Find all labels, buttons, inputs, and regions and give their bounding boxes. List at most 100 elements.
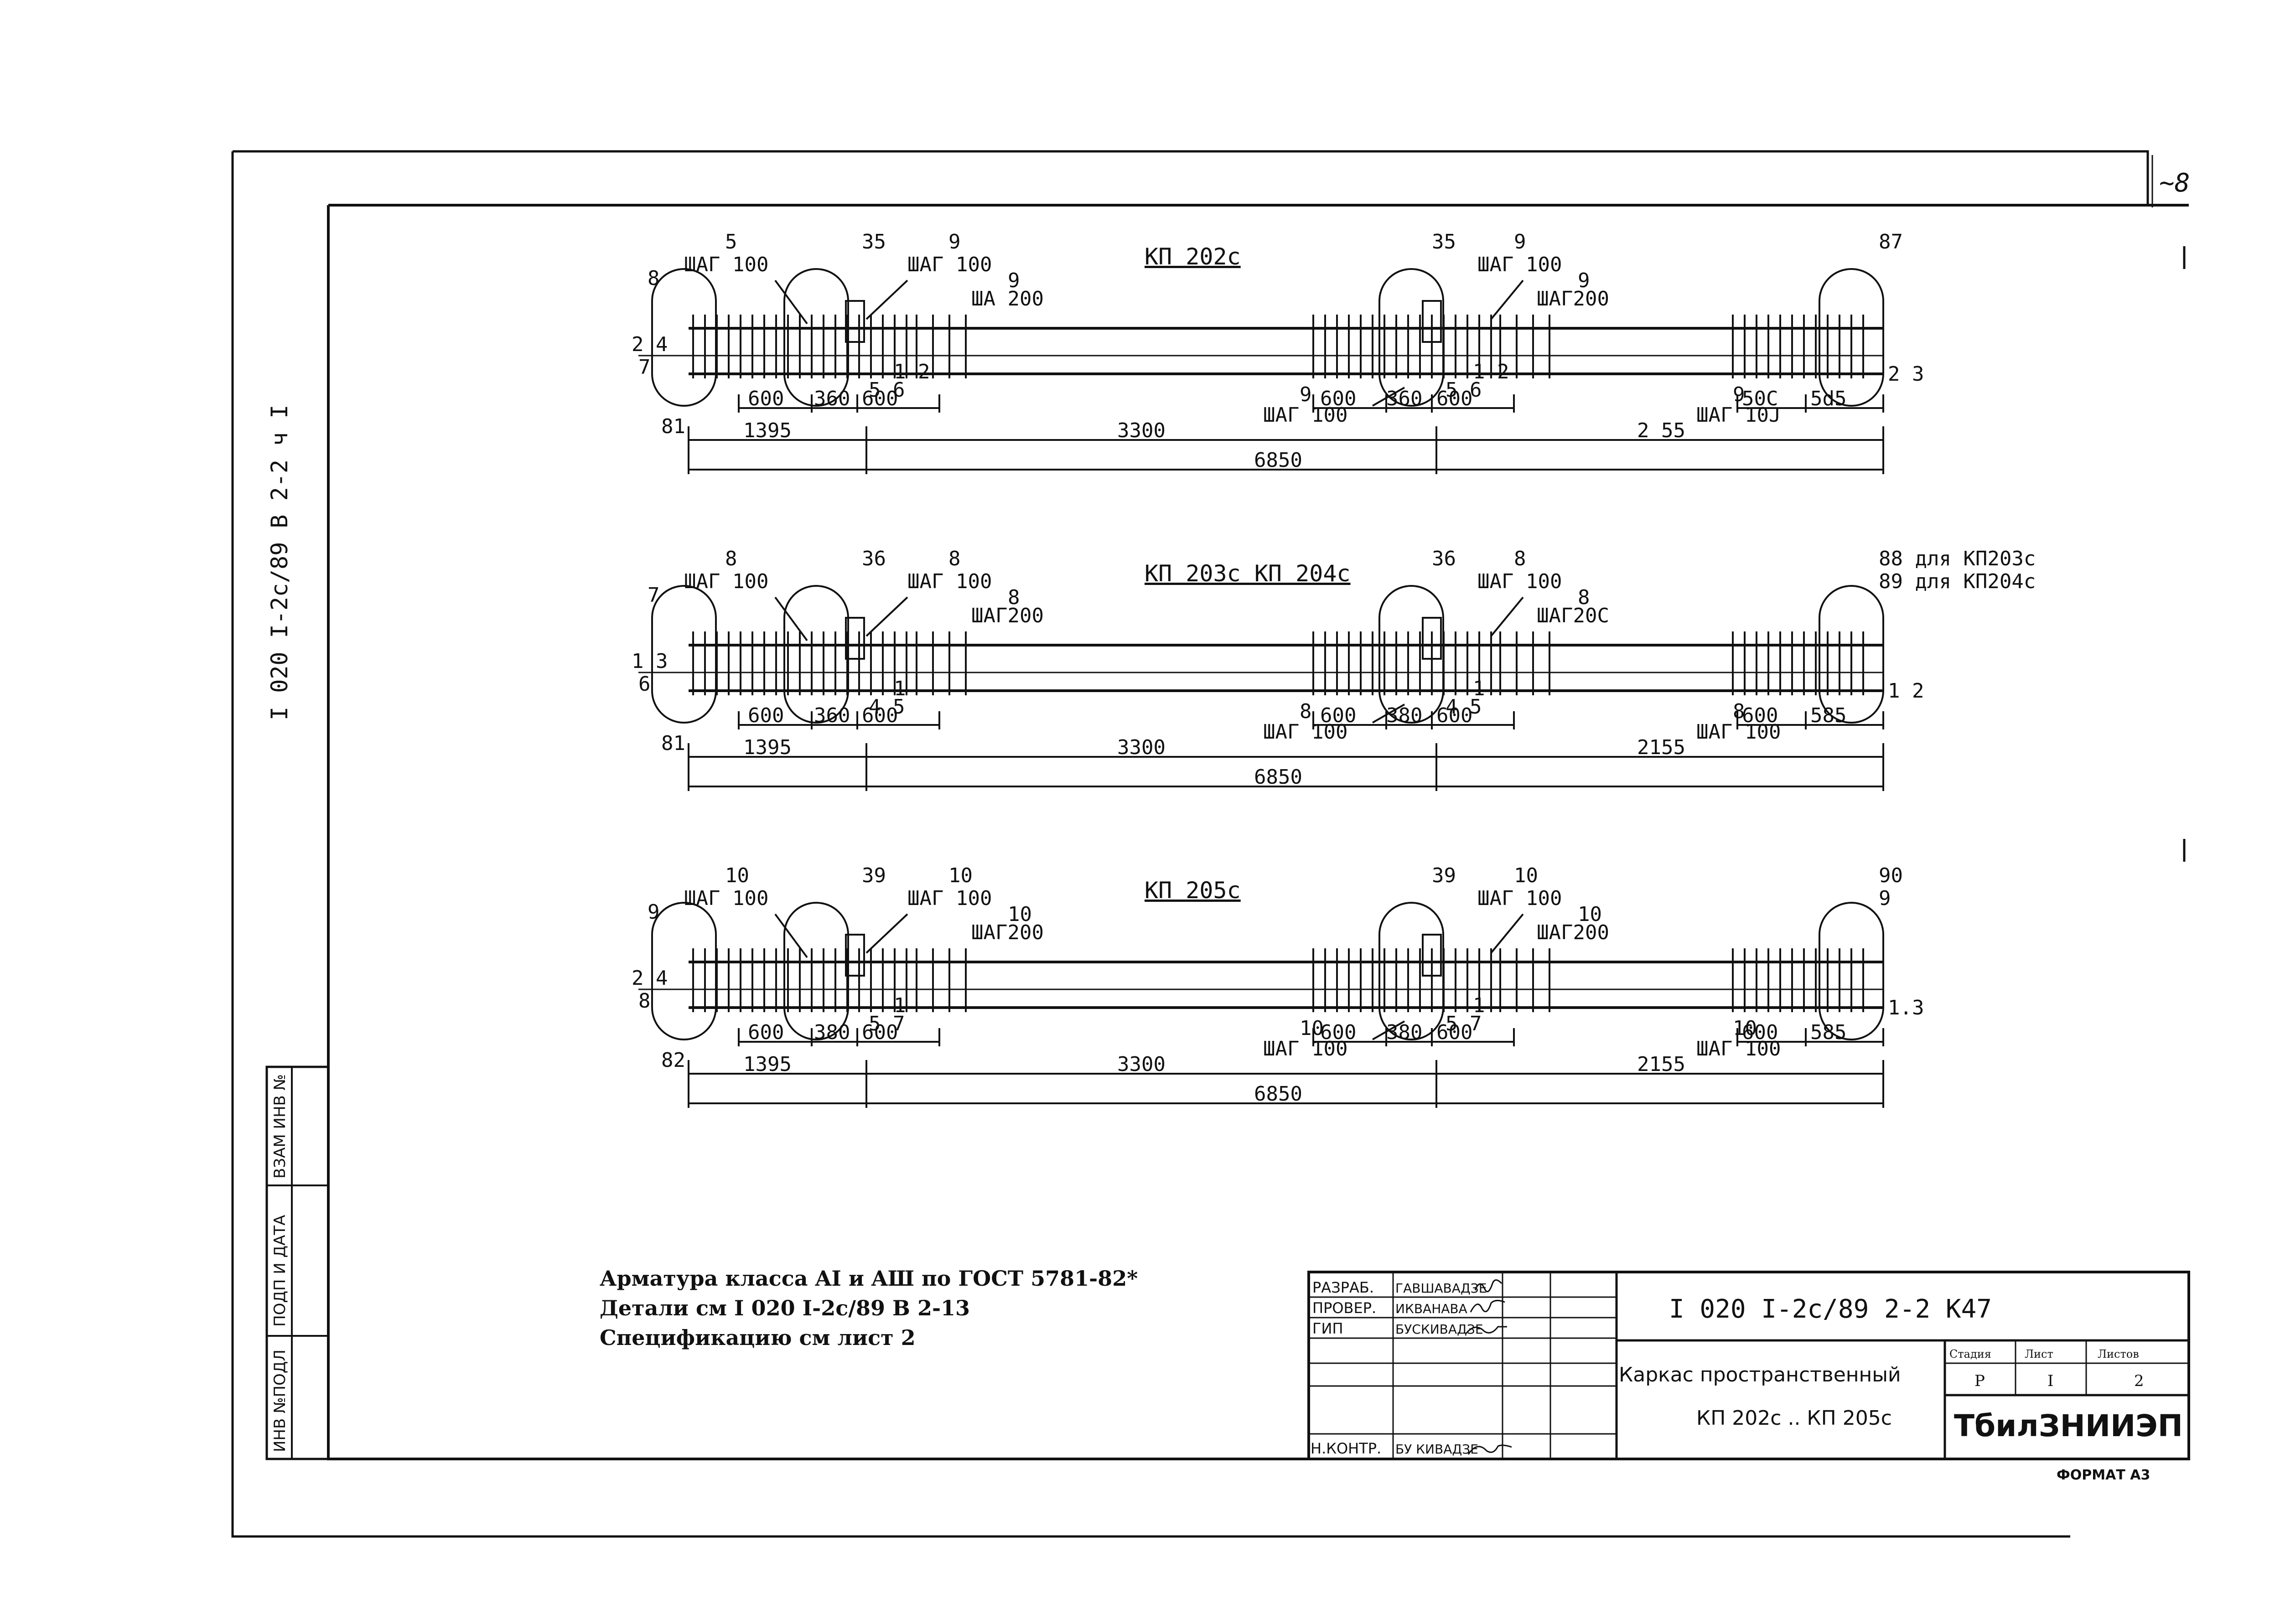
call-m4: 9 [1578, 269, 1590, 292]
stamp-inv-podl: ИНВ №ПОДЛ [271, 1350, 289, 1452]
tb-role-prover: ПРОВЕР. [1312, 1299, 1376, 1317]
call-m4-step: ШАГ200 [1537, 287, 1609, 310]
side-stamp-table: ИНВ №ПОДЛ ПОДП И ДАТА ВЗАМ ИНВ № [265, 1065, 330, 1460]
tb-role-nkontr: Н.КОНТР. [1311, 1440, 1381, 1457]
plate-mid [1422, 300, 1442, 343]
note-details: Детали см I 020 I-2с/89 В 2-13 [600, 1296, 970, 1320]
dim-small-1: 360 [814, 704, 850, 727]
tb-val-list: I [2047, 1372, 2053, 1390]
call-m2: 35 [1432, 230, 1456, 253]
call-right-end: 2 3 [1888, 362, 1924, 386]
leader [774, 913, 808, 958]
call-under-mid: 5 7 [1446, 1012, 1482, 1035]
loop-end-left [651, 268, 717, 407]
call-end-left-a: 2 4 [632, 333, 668, 356]
call-m3: 9 [1514, 230, 1526, 253]
leader [1490, 913, 1524, 954]
plate-left [845, 934, 865, 977]
tb-name-6: БУ КИВАДЗЕ [1395, 1442, 1478, 1457]
call-r1: 8 [1733, 700, 1745, 723]
call-end-left-b: 8 [638, 989, 651, 1013]
loop-mid [1378, 268, 1444, 407]
leader [865, 913, 908, 954]
call-m3-step: ШАГ 100 [1477, 887, 1562, 910]
dim-small-6: 600 [1742, 1021, 1778, 1044]
dim-small-1: 380 [814, 1021, 850, 1044]
call-m4-step: ШАГ20C [1537, 604, 1609, 627]
call-end-bot: 81 [661, 415, 685, 438]
call-r2b: 89 для КП204с [1879, 570, 2036, 593]
tb-head-listov: Листов [2098, 1348, 2139, 1360]
dim-small-3: 600 [1320, 387, 1356, 410]
call-l1-step: ШАГ 100 [684, 253, 768, 276]
dim-small-6: 50C [1742, 387, 1778, 410]
dim-total: 6850 [1254, 1082, 1302, 1106]
dim-mid-2: 2155 [1637, 1053, 1685, 1076]
leader [774, 596, 808, 641]
call-m2: 39 [1432, 864, 1456, 887]
call-l2: 36 [862, 547, 886, 570]
loop-left [783, 902, 849, 1040]
loop-end-right [1819, 268, 1884, 407]
call-l1-step: ШАГ 100 [684, 570, 768, 593]
leader [1372, 703, 1405, 724]
call-end-bot: 82 [661, 1049, 685, 1072]
stamp-podp-data: ПОДП И ДАТА [271, 1215, 289, 1327]
dim-small-7: 585 [1810, 704, 1846, 727]
call-end-left-b: 7 [638, 356, 651, 379]
dim-mid-1: 3300 [1117, 1053, 1166, 1076]
leader [865, 279, 908, 320]
dim-mid-2: 2155 [1637, 736, 1685, 759]
tb-document-code: I 020 I-2с/89 2-2 К47 [1669, 1294, 1992, 1324]
dim-total: 6850 [1254, 449, 1302, 472]
side-document-code: I 020 I-2c/89 В 2-2 ч I [266, 405, 293, 720]
call-m3-step: ШАГ 100 [1477, 253, 1562, 276]
dim-small-1: 360 [814, 387, 850, 410]
dim-small-2: 600 [862, 387, 898, 410]
call-under-mid-top: 1 [1473, 994, 1485, 1017]
tb-role-razrab: РАЗРАБ. [1312, 1279, 1374, 1296]
call-l3: 8 [948, 547, 961, 570]
call-m4: 8 [1578, 586, 1590, 609]
call-l4-step: ША 200 [971, 287, 1044, 310]
dim-small-5: 600 [1436, 387, 1472, 410]
call-l4-step: ШАГ200 [971, 604, 1044, 627]
call-l3-step: ШАГ 100 [907, 887, 992, 910]
dim-mid-1: 3300 [1117, 736, 1166, 759]
call-l3: 10 [948, 864, 973, 887]
call-end-left-a: 1 3 [632, 650, 668, 673]
dim-small-0: 600 [748, 704, 784, 727]
tb-title-line2: КП 202с .. КП 205с [1696, 1407, 1892, 1430]
tb-name-3: БУСКИВАДЗЕ [1395, 1322, 1483, 1337]
call-lm1: 8 [1300, 700, 1312, 723]
call-under-left-top: 1 [894, 677, 906, 700]
notes: Арматура класса AI и AШ по ГОСТ 5781-82*… [600, 1266, 1138, 1350]
call-l2: 39 [862, 864, 886, 887]
call-end-top: 8 [648, 267, 660, 290]
plate-mid [1422, 934, 1442, 977]
title-block: РАЗРАБ. ПРОВЕР. ГИП Н.КОНТР. ГАВШАВАДЗЕ … [1307, 1271, 2190, 1483]
loop-end-left [651, 902, 717, 1040]
call-r2: 90 [1879, 864, 1903, 887]
dim-small-0: 600 [748, 387, 784, 410]
plate-left [845, 300, 865, 343]
call-l3: 9 [948, 230, 961, 253]
call-under-left: 5 7 [869, 1012, 905, 1035]
note-spec: Спецификацию см лист 2 [600, 1325, 916, 1350]
call-m4: 10 [1578, 903, 1602, 926]
dim-small-2: 600 [862, 704, 898, 727]
call-under-mid: 5 6 [1446, 378, 1482, 402]
dim-total: 6850 [1254, 765, 1302, 789]
dim-mid-0: 1395 [743, 419, 792, 442]
leader [1490, 279, 1524, 320]
call-under-mid: 4 5 [1446, 695, 1482, 719]
call-under-mid-top: 1 [1473, 677, 1485, 700]
call-l3-step: ШАГ 100 [907, 253, 992, 276]
dim-mid-0: 1395 [743, 736, 792, 759]
dim-small-4: 360 [1386, 387, 1422, 410]
call-under-left-top: 1 [894, 994, 906, 1017]
call-r1: 9 [1733, 383, 1745, 406]
plate-left [845, 617, 865, 660]
